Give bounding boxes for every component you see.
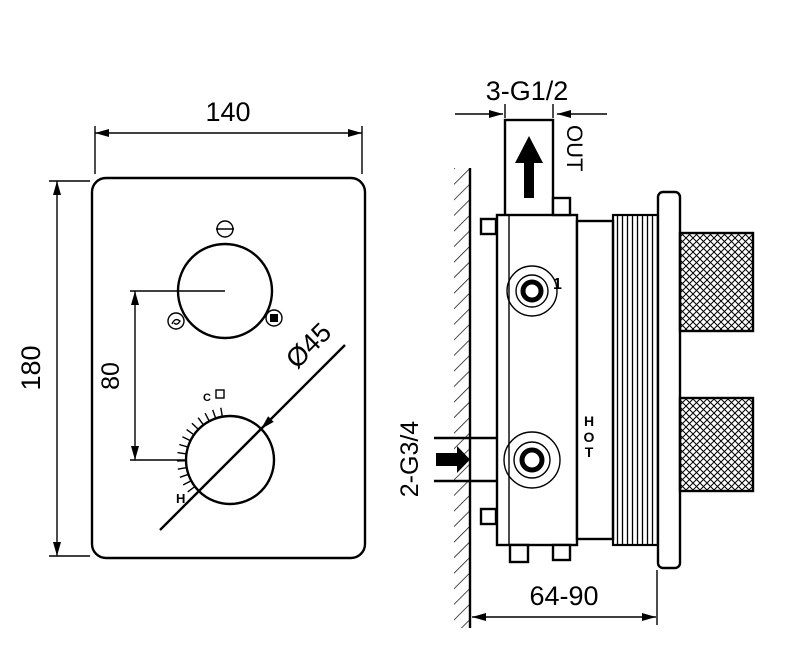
arrowhead-icon <box>53 542 61 556</box>
temperature-scale-ticks <box>176 407 224 493</box>
spout-mode-icon <box>265 309 283 327</box>
body-tab <box>508 543 530 564</box>
cartridge-housing <box>575 219 615 541</box>
arrowhead-icon <box>642 613 656 621</box>
width-dimension: 140 <box>94 97 363 174</box>
mounting-lug <box>479 507 498 526</box>
port-number-label: 1 <box>553 276 562 293</box>
mounting-lug <box>479 217 498 236</box>
arrowhead-icon <box>557 110 571 118</box>
wall <box>454 168 472 628</box>
valve-body <box>479 190 682 570</box>
diverter-handle <box>678 231 755 333</box>
trim-plate <box>656 190 682 570</box>
top-thread-dimension: 3-G1/2 <box>455 76 607 118</box>
knob-spacing-dimension: 80 <box>97 291 186 461</box>
temperature-knob: H C <box>176 389 276 506</box>
arrowhead-icon <box>53 181 61 195</box>
width-dim-label: 140 <box>205 97 250 127</box>
arrowhead-icon <box>348 129 362 137</box>
hot-mark-label: H <box>176 491 185 506</box>
outlet-label: OUT <box>562 125 587 171</box>
front-view: 140 180 <box>16 97 367 560</box>
temperature-handle <box>678 396 755 493</box>
height-dim-label: 180 <box>16 345 46 390</box>
comfort-stop-mark <box>215 389 225 399</box>
flow-right-arrow-icon <box>436 446 470 473</box>
knob-spacing-label: 80 <box>97 362 125 390</box>
inlet-thread-label: 2-G3/4 <box>396 421 424 498</box>
arrowhead-icon <box>131 446 139 460</box>
wall-hatching <box>454 168 470 628</box>
handles <box>678 231 755 493</box>
top-thread-label: 3-G1/2 <box>486 76 569 106</box>
arrowhead-icon <box>489 110 503 118</box>
depth-dimension: 64-90 <box>472 570 658 625</box>
shower-mode-icon <box>167 312 185 330</box>
inlet-pipe: 2-G3/4 <box>396 421 497 498</box>
hot-inlet-boss <box>503 431 561 489</box>
diverter-knob <box>130 220 283 340</box>
arrowhead-icon <box>131 291 139 305</box>
body-tab <box>551 196 572 217</box>
arrowhead-icon <box>95 129 109 137</box>
face-plate <box>90 176 367 560</box>
depth-range-label: 64-90 <box>529 581 598 611</box>
hot-inlet-label: HOT <box>583 413 595 461</box>
body-tab <box>551 543 572 562</box>
threaded-sleeve <box>611 213 660 547</box>
cold-mark-label: C <box>203 392 211 404</box>
flow-up-arrow-icon <box>515 136 543 198</box>
outlet-pipe: OUT <box>503 118 587 218</box>
height-dimension: 180 <box>16 180 90 557</box>
screw-slot-icon <box>216 220 234 238</box>
arrowhead-icon <box>261 416 274 429</box>
section-view: 3-G1/2 OUT <box>396 76 755 628</box>
arrowhead-icon <box>472 613 486 621</box>
port-1: 1 <box>506 265 562 317</box>
